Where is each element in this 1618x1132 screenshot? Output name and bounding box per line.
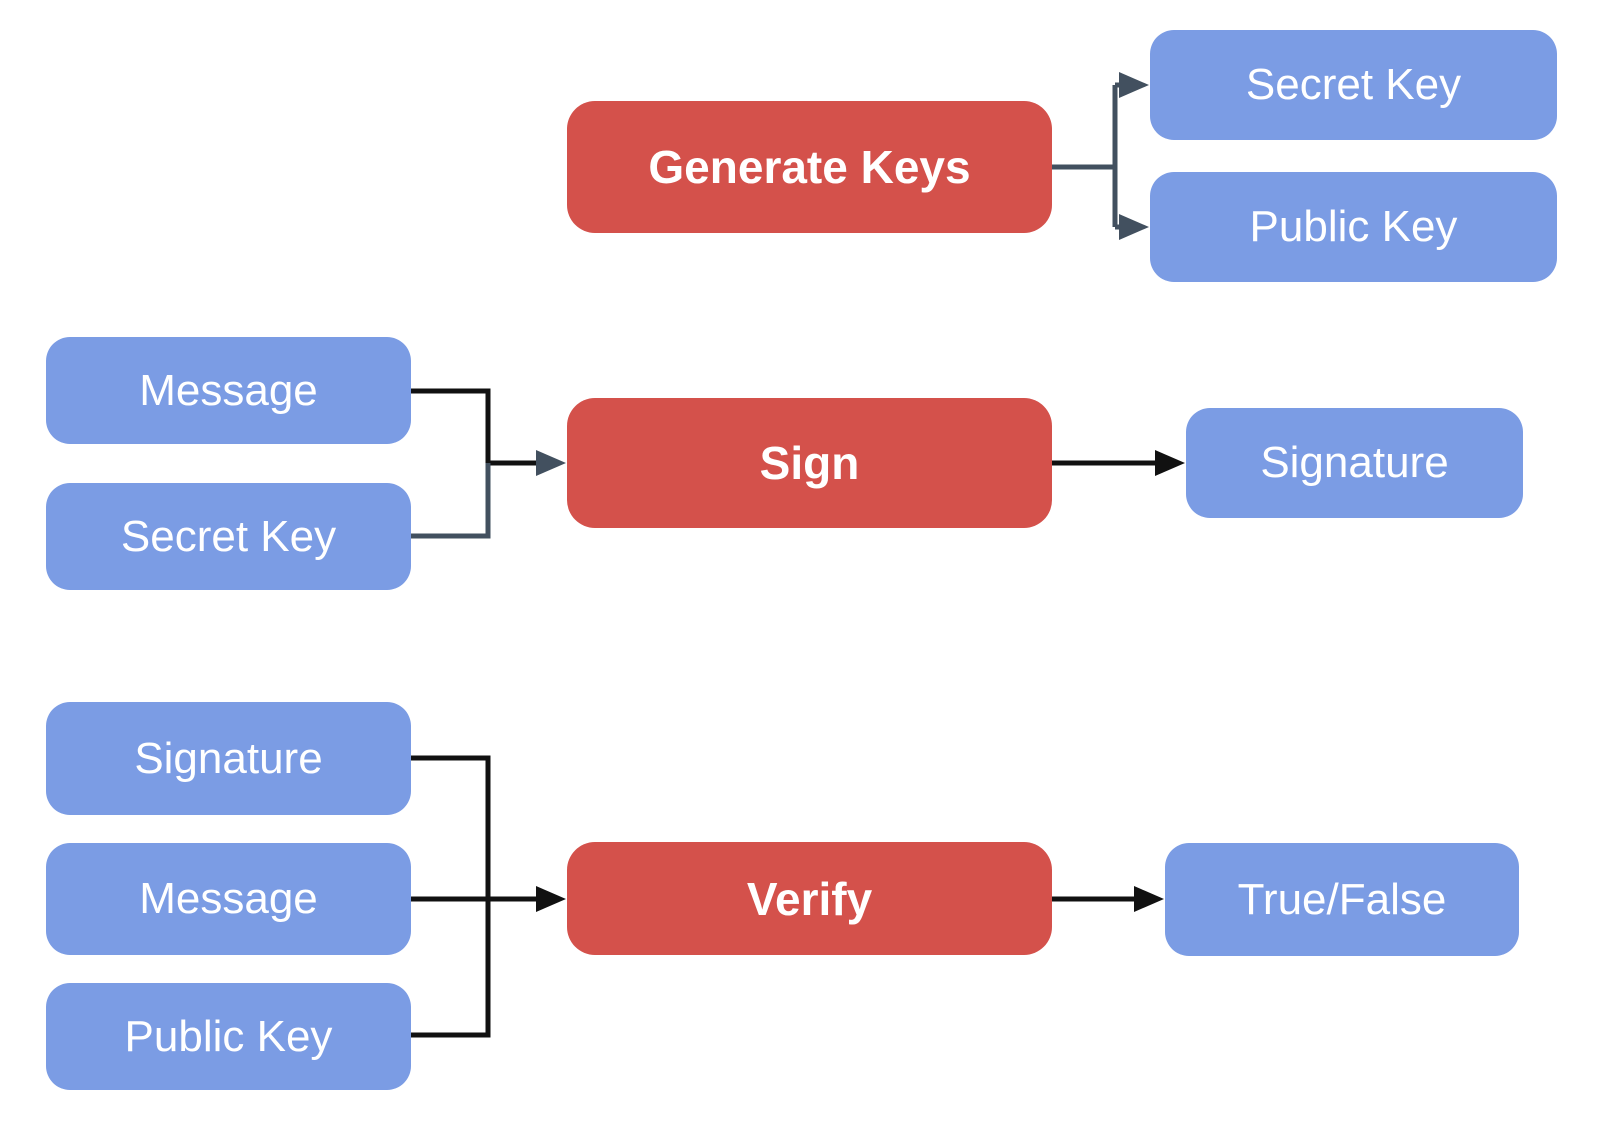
node-message-sign-input: Message [46, 337, 411, 444]
connector-message-to-sign [411, 388, 538, 466]
connector-inputs-to-verify [411, 755, 538, 1038]
node-generate-keys: Generate Keys [567, 101, 1052, 233]
arrowhead-to-verify [536, 886, 566, 912]
connector-secret-key-to-sign [411, 463, 491, 539]
arrowhead-to-signature-output [1155, 450, 1185, 476]
node-signature-verify-input: Signature [46, 702, 411, 815]
node-secret-key-output: Secret Key [1150, 30, 1557, 140]
node-public-key-verify-input: Public Key [46, 983, 411, 1090]
node-message-verify-input: Message [46, 843, 411, 955]
arrowhead-to-secret-key-output [1119, 72, 1149, 98]
node-secret-key-sign-input: Secret Key [46, 483, 411, 590]
node-true-false-result: True/False [1165, 843, 1519, 956]
node-public-key-output: Public Key [1150, 172, 1557, 282]
arrowhead-to-public-key-output [1119, 214, 1149, 240]
node-verify: Verify [567, 842, 1052, 955]
arrowhead-to-true-false [1134, 886, 1164, 912]
arrowhead-to-sign [536, 450, 566, 476]
node-signature-output: Signature [1186, 408, 1523, 518]
connector-generate-keys-to-keys [1052, 82, 1120, 230]
node-sign: Sign [567, 398, 1052, 528]
